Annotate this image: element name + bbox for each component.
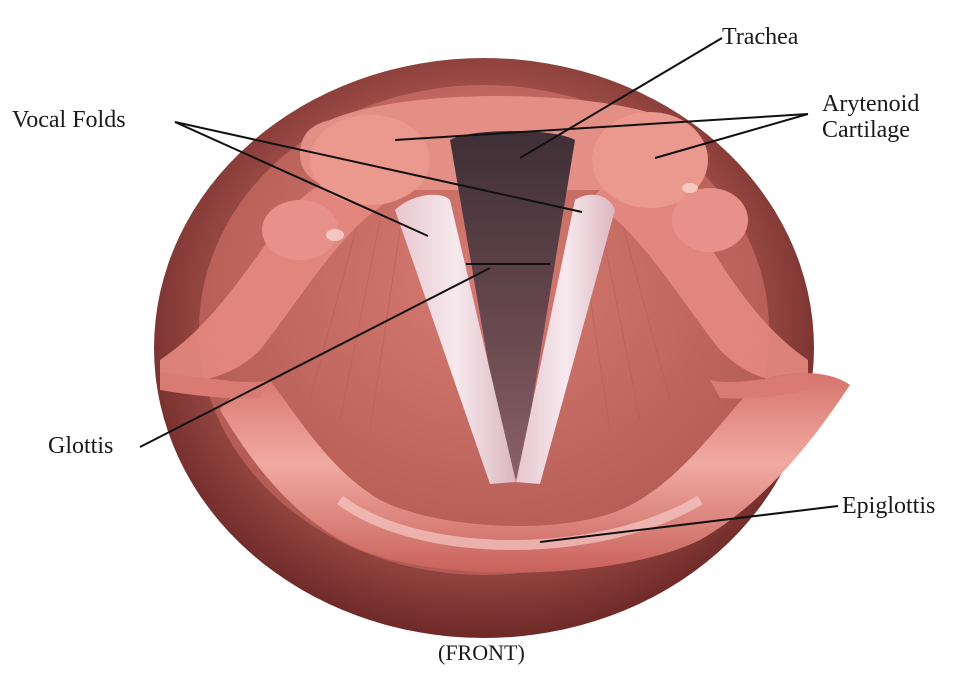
vocal-folds-label: Vocal Folds <box>12 107 126 133</box>
front-orientation-label: (FRONT) <box>438 640 525 666</box>
arytenoid-label-line2: Cartilage <box>822 117 919 143</box>
epiglottis-label: Epiglottis <box>842 493 935 519</box>
left-cuneiform-lobe <box>262 200 338 260</box>
arytenoid-cartilage-label: Arytenoid Cartilage <box>822 91 919 143</box>
trachea-label: Trachea <box>722 24 798 50</box>
glottis-label: Glottis <box>48 433 113 459</box>
right-cuneiform-lobe <box>672 188 748 252</box>
arytenoid-label-line1: Arytenoid <box>822 91 919 117</box>
